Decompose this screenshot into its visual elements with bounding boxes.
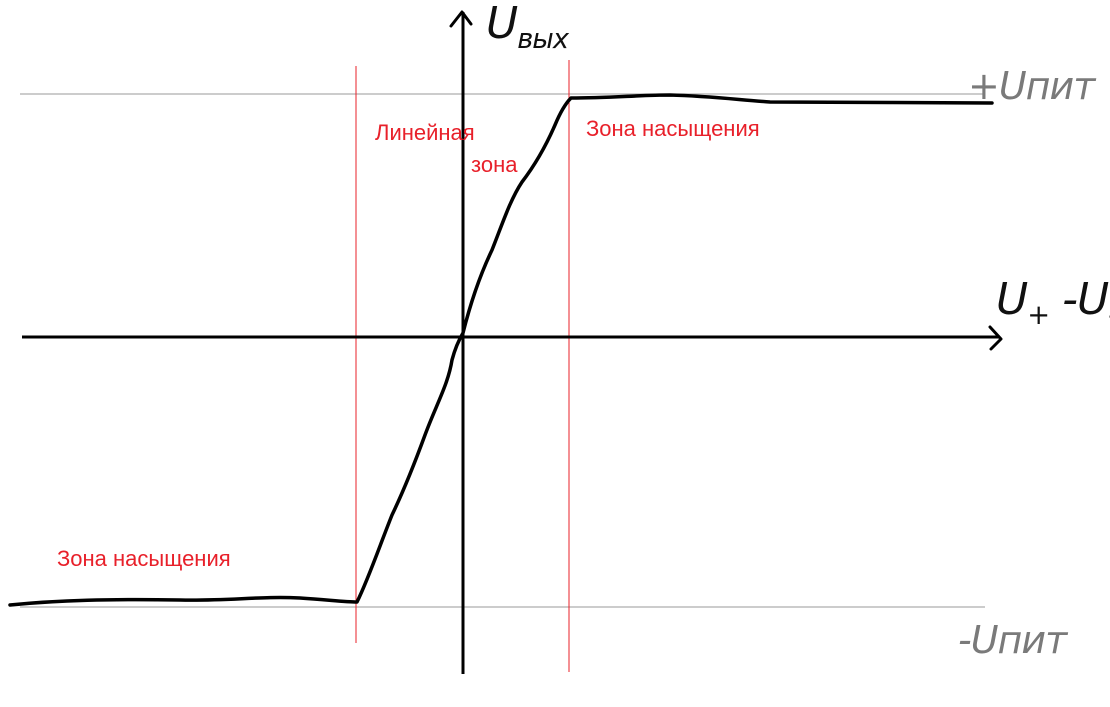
y-axis-label-sub: вых xyxy=(517,23,569,55)
y-axis-label-main: U xyxy=(486,0,518,49)
x-axis-arrow xyxy=(988,325,1003,351)
y-axis-label: Uвых xyxy=(486,0,569,55)
x-axis-label-sub-minus: - xyxy=(1108,300,1110,331)
plus-supply-label: +Uпит xyxy=(968,64,1095,108)
linear-zone-label-line2: зона xyxy=(471,152,518,177)
left-saturation-zone-label: Зона насыщения xyxy=(57,546,231,571)
linear-zone-label-line1: Линейная xyxy=(375,120,475,145)
x-axis-label-mid: -U xyxy=(1049,274,1109,325)
right-saturation-zone-label: Зона насыщения xyxy=(586,116,760,141)
x-axis-label-prefix: U xyxy=(996,274,1028,325)
x-axis-label: U+ -U- xyxy=(996,274,1110,331)
transfer-curve xyxy=(8,93,994,607)
y-axis-arrow xyxy=(449,10,473,28)
x-axis-label-sub-plus: + xyxy=(1027,299,1050,331)
minus-supply-label: -Uпит xyxy=(958,618,1067,662)
